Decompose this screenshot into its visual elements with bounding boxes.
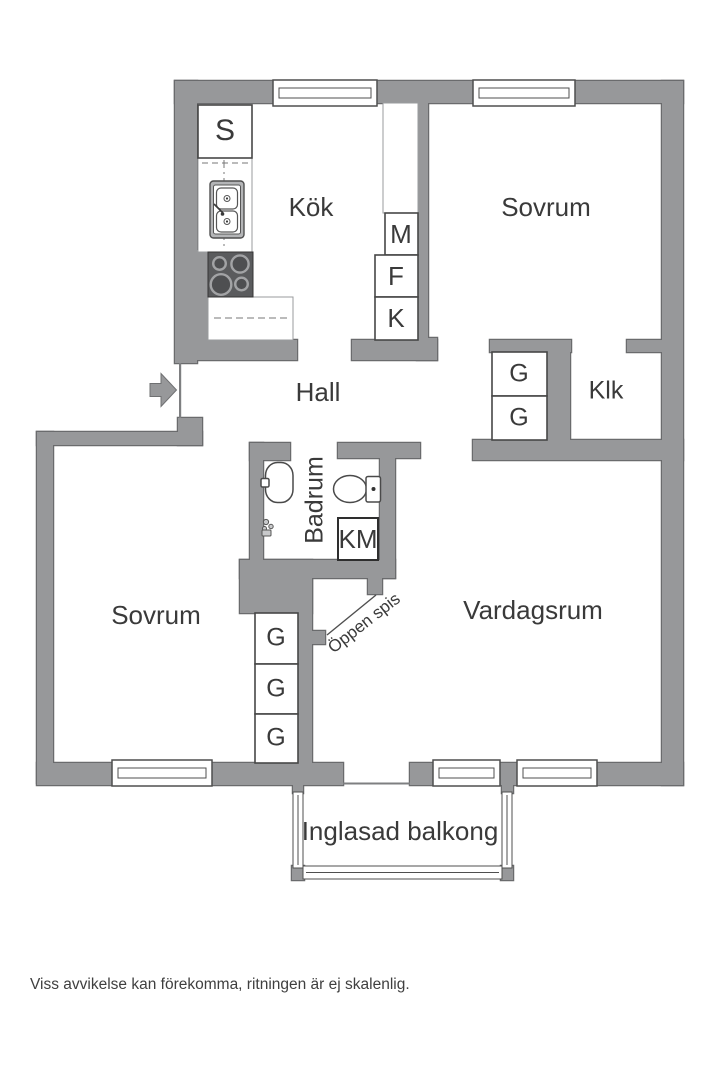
room-label-closet: Klk xyxy=(588,376,624,405)
bedroom-wardrobes xyxy=(254,612,299,764)
entrance-door xyxy=(149,363,182,418)
closet-wardrobes xyxy=(491,351,548,441)
shower-tap-icon xyxy=(261,518,274,537)
window-bedroom-top xyxy=(472,79,576,107)
window-living-room-2 xyxy=(516,759,598,787)
label-washer: KM xyxy=(338,524,378,554)
label-wardrobe-closet-2: G xyxy=(509,403,529,432)
window-bedroom-left xyxy=(111,759,213,787)
room-label-bathroom: Badrum xyxy=(300,456,329,544)
room-label-living-room: Vardagsrum xyxy=(463,595,603,625)
room-label-bedroom-top: Sovrum xyxy=(501,192,591,222)
pantry-cabinet xyxy=(197,104,253,159)
window-kitchen xyxy=(272,79,378,107)
label-wardrobe-bedroom-3: G xyxy=(266,723,286,752)
fireplace-line xyxy=(326,594,377,636)
freezer-cabinet xyxy=(374,296,419,341)
label-pantry: S xyxy=(214,114,236,147)
toilet-icon xyxy=(332,474,382,504)
fridge-cabinet xyxy=(374,254,419,298)
label-microwave: M xyxy=(390,219,412,249)
microwave-cabinet xyxy=(384,212,419,256)
label-wardrobe-bedroom-2: G xyxy=(266,674,286,703)
kitchen-sink-icon xyxy=(209,180,245,239)
window-living-room-1 xyxy=(432,759,501,787)
balcony-glazing xyxy=(292,782,513,880)
room-label-hall: Hall xyxy=(295,377,341,407)
label-fridge: F xyxy=(388,261,404,291)
disclaimer-text: Viss avvikelse kan förekomma, ritningen … xyxy=(30,976,410,993)
label-wardrobe-bedroom-1: G xyxy=(266,623,286,652)
room-label-bedroom-left: Sovrum xyxy=(111,600,201,630)
label-wardrobe-closet-1: G xyxy=(509,359,529,388)
washing-machine-box xyxy=(337,517,379,561)
label-freezer: K xyxy=(387,303,405,333)
entrance-arrow-icon xyxy=(149,372,178,408)
stove-icon xyxy=(207,251,254,298)
bathroom-sink-icon xyxy=(260,461,294,504)
room-label-kitchen: Kök xyxy=(288,192,334,222)
room-label-balcony: Inglasad balkong xyxy=(301,816,499,846)
